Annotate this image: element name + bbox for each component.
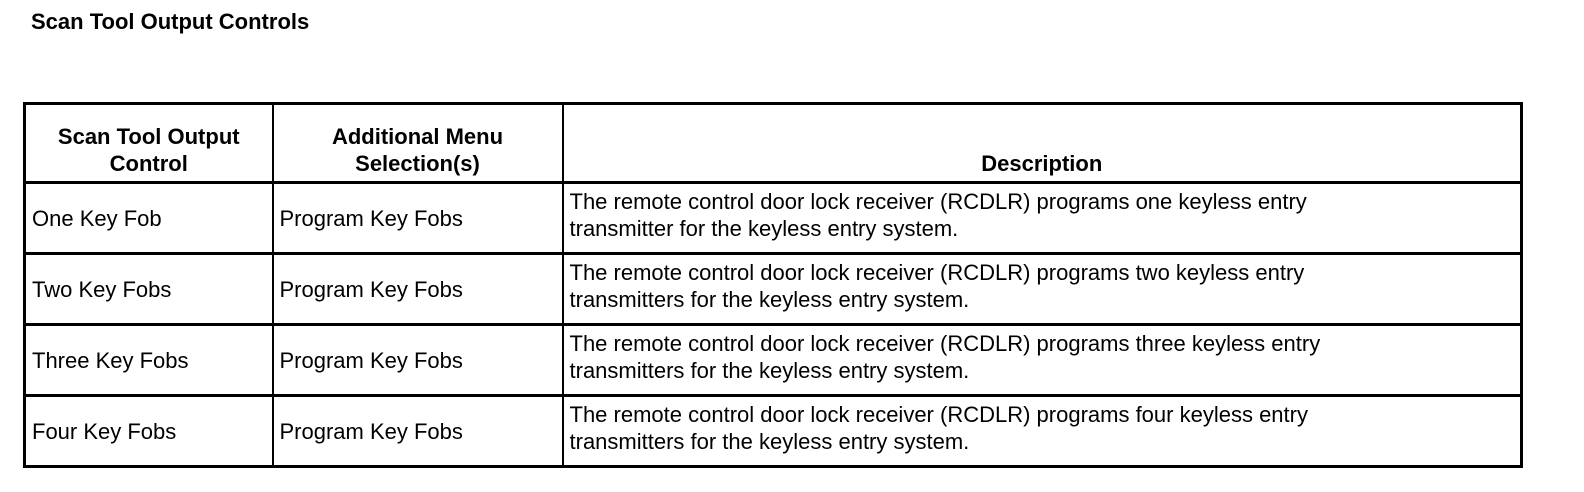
column-header-menu: Additional Menu Selection(s) (271, 102, 564, 184)
description-line: The remote control door lock receiver (R… (569, 260, 1305, 285)
description-line: The remote control door lock receiver (R… (569, 331, 1321, 356)
control-cell: Two Key Fobs (23, 252, 274, 326)
table-header-row: Scan Tool Output Control Additional Menu… (23, 102, 1523, 184)
table-row: Two Key Fobs Program Key Fobs The remote… (23, 252, 1523, 326)
description-cell: The remote control door lock receiver (R… (561, 252, 1523, 326)
table-row: Four Key Fobs Program Key Fobs The remot… (23, 394, 1523, 468)
description-line: transmitter for the keyless entry system… (569, 216, 959, 241)
description-line: The remote control door lock receiver (R… (569, 189, 1307, 214)
page-title: Scan Tool Output Controls (31, 9, 310, 34)
column-header-control: Scan Tool Output Control (23, 102, 274, 184)
description-cell: The remote control door lock receiver (R… (561, 323, 1523, 397)
output-controls-table: Scan Tool Output Control Additional Menu… (23, 102, 1523, 468)
menu-cell: Program Key Fobs (271, 394, 564, 468)
description-line: transmitters for the keyless entry syste… (569, 429, 970, 454)
control-cell: One Key Fob (23, 181, 274, 255)
menu-cell: Program Key Fobs (271, 181, 564, 255)
description-line: The remote control door lock receiver (R… (569, 402, 1308, 427)
description-cell: The remote control door lock receiver (R… (561, 394, 1523, 468)
column-header-description: Description (561, 102, 1523, 184)
table-row: One Key Fob Program Key Fobs The remote … (23, 181, 1523, 255)
description-cell: The remote control door lock receiver (R… (561, 181, 1523, 255)
control-cell: Four Key Fobs (23, 394, 274, 468)
menu-cell: Program Key Fobs (271, 323, 564, 397)
description-line: transmitters for the keyless entry syste… (569, 358, 970, 383)
table-row: Three Key Fobs Program Key Fobs The remo… (23, 323, 1523, 397)
menu-cell: Program Key Fobs (271, 252, 564, 326)
control-cell: Three Key Fobs (23, 323, 274, 397)
description-line: transmitters for the keyless entry syste… (569, 287, 970, 312)
